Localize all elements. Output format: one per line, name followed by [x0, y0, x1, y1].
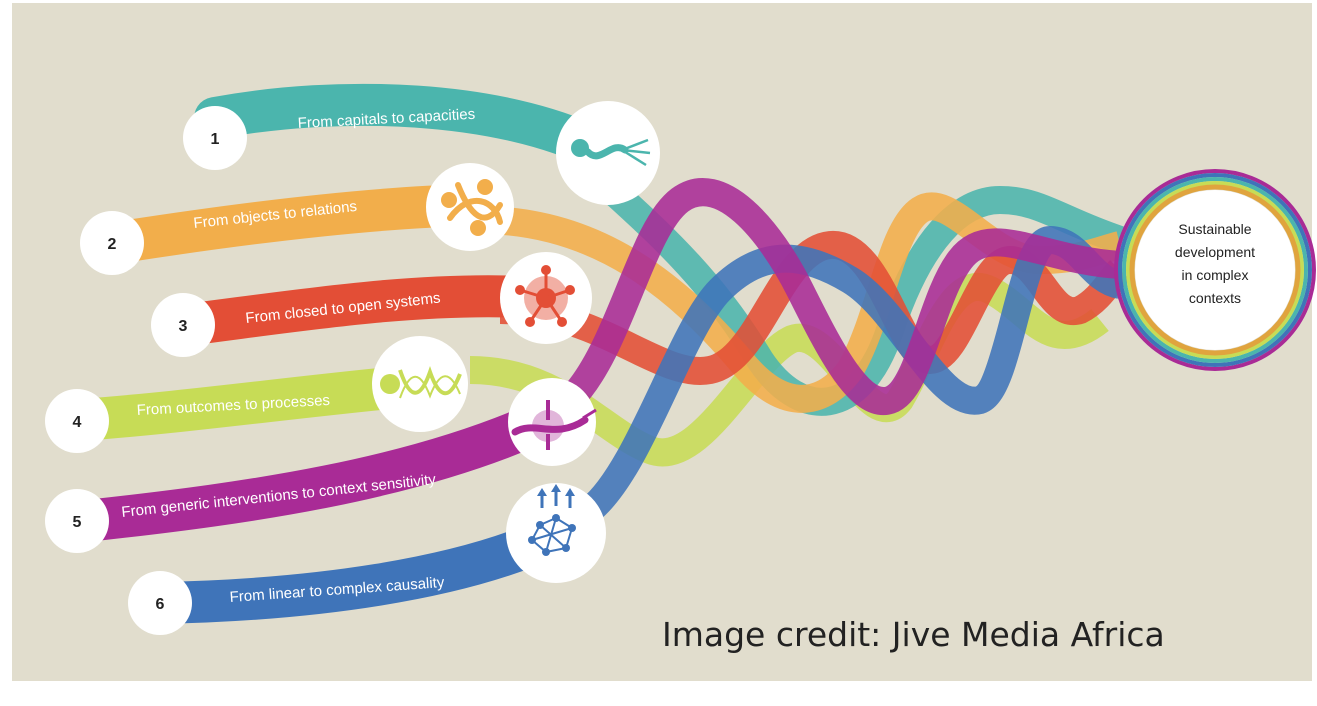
- number-marker-3: 3: [151, 293, 215, 357]
- band-orange: [94, 184, 491, 264]
- band-red: [164, 275, 546, 346]
- strand-teal: [570, 150, 1125, 416]
- helix-icon: [372, 336, 468, 432]
- converging-arrows-icon: [508, 378, 597, 466]
- number-marker-2: 2: [80, 211, 144, 275]
- band-magenta: [74, 401, 561, 541]
- icons: [372, 101, 660, 583]
- number-marker-1: 1: [183, 106, 247, 170]
- interlinked-figures-icon: [426, 163, 514, 251]
- goal-line-4: contexts: [1189, 290, 1241, 306]
- strands: [469, 150, 1131, 521]
- number-markers: 1 2 3 4 5 6: [45, 106, 247, 635]
- band-teal: [194, 83, 621, 171]
- number-marker-4: 4: [45, 389, 109, 453]
- number-marker-6: 6: [128, 571, 192, 635]
- open-network-icon: [500, 252, 592, 344]
- shift-number-5: 5: [73, 514, 82, 531]
- image-credit: Image credit: Jive Media Africa: [662, 615, 1165, 654]
- goal-line-2: development: [1175, 244, 1255, 260]
- shift-number-4: 4: [73, 414, 82, 431]
- number-marker-5: 5: [45, 489, 109, 553]
- shift-number-2: 2: [108, 236, 117, 253]
- branching-flow-icon: [556, 101, 660, 205]
- goal-line-1: Sustainable: [1178, 221, 1251, 237]
- goal-circle: Sustainable development in complex conte…: [1114, 169, 1316, 371]
- goal-line-3: in complex: [1182, 267, 1249, 283]
- shift-number-6: 6: [156, 596, 165, 613]
- shift-number-3: 3: [179, 318, 188, 335]
- strand-magenta: [559, 178, 1122, 415]
- shift-number-1: 1: [211, 131, 220, 148]
- network-arrows-icon: [506, 483, 606, 583]
